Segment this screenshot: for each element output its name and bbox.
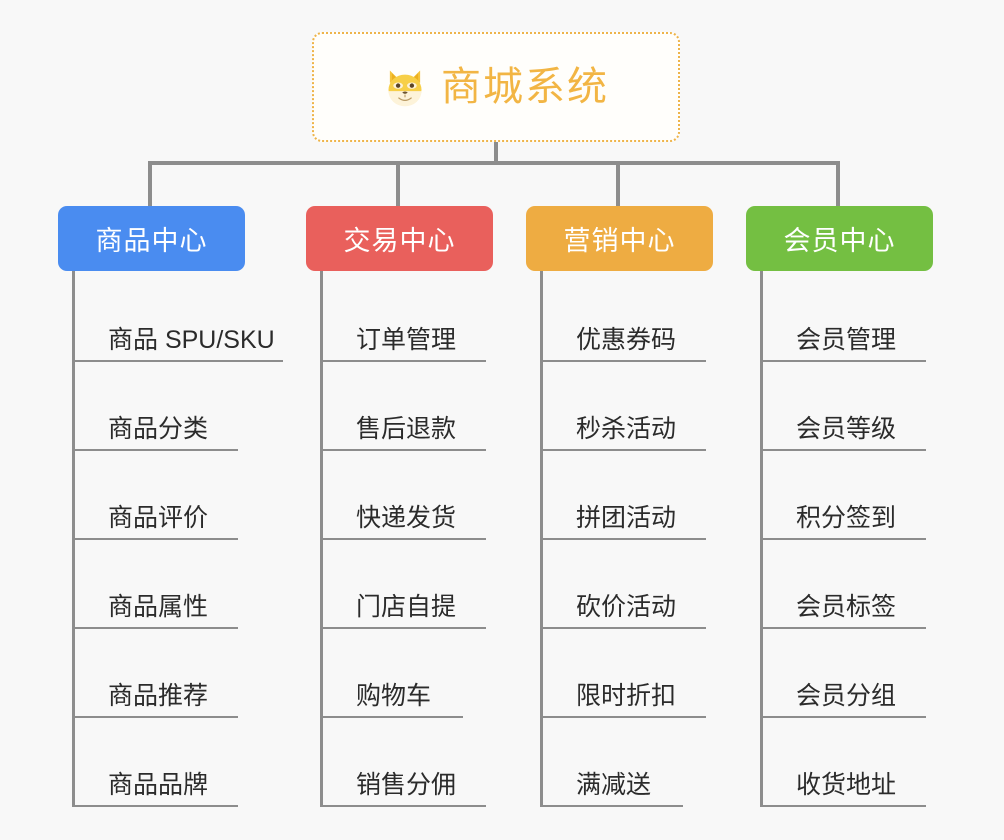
leaf-label: 砍价活动 [576, 592, 677, 621]
leaf-label: 优惠券码 [576, 325, 677, 354]
shiba-dog-face-icon [383, 65, 427, 109]
list-item[interactable]: 砍价活动 [543, 540, 726, 629]
list-item[interactable]: 会员等级 [763, 362, 946, 451]
branch-title: 营销中心 [563, 226, 676, 256]
list-item[interactable]: 会员标签 [763, 540, 946, 629]
list-item[interactable]: 购物车 [323, 629, 506, 718]
list-item[interactable]: 会员分组 [763, 629, 946, 718]
connector-horizontal-bar [148, 161, 840, 165]
leaf-label: 会员等级 [796, 414, 897, 443]
leaf-label: 积分签到 [796, 503, 897, 532]
branch-header-trade-center[interactable]: 交易中心 [306, 206, 493, 271]
leaf-label: 会员管理 [796, 325, 897, 354]
leaf-label: 会员分组 [796, 681, 897, 710]
list-item[interactable]: 商品评价 [75, 451, 278, 540]
list-item[interactable]: 优惠券码 [543, 273, 726, 362]
leaf-label: 销售分佣 [356, 770, 457, 799]
leaf-label: 限时折扣 [576, 681, 677, 710]
branch-title: 会员中心 [783, 226, 896, 256]
leaf-label: 门店自提 [356, 592, 457, 621]
list-item[interactable]: 满减送 [543, 718, 726, 807]
list-item[interactable]: 会员管理 [763, 273, 946, 362]
leaf-list-product-center: 商品 SPU/SKU 商品分类 商品评价 商品属性 商品推荐 商品品牌 [72, 271, 283, 807]
connector-branch-3 [616, 161, 620, 206]
leaf-label: 拼团活动 [576, 503, 677, 532]
leaf-label: 售后退款 [356, 414, 457, 443]
list-item[interactable]: 拼团活动 [543, 451, 726, 540]
branch-member-center: 会员中心 会员管理 会员等级 积分签到 会员标签 会员分组 收货地址 [746, 206, 946, 807]
list-item[interactable]: 秒杀活动 [543, 362, 726, 451]
leaf-label: 商品推荐 [108, 681, 209, 710]
branch-product-center: 商品中心 商品 SPU/SKU 商品分类 商品评价 商品属性 商品推荐 商品品牌 [58, 206, 283, 807]
leaf-label: 商品属性 [108, 592, 209, 621]
leaf-list-member-center: 会员管理 会员等级 积分签到 会员标签 会员分组 收货地址 [760, 271, 946, 807]
list-item[interactable]: 商品 SPU/SKU [75, 273, 283, 362]
list-item[interactable]: 收货地址 [763, 718, 946, 807]
list-item[interactable]: 商品分类 [75, 362, 278, 451]
list-item[interactable]: 售后退款 [323, 362, 506, 451]
branch-header-product-center[interactable]: 商品中心 [58, 206, 245, 271]
leaf-label: 快递发货 [356, 503, 457, 532]
list-item[interactable]: 限时折扣 [543, 629, 726, 718]
root-title: 商城系统 [441, 65, 609, 109]
leaf-label: 商品品牌 [108, 770, 209, 799]
leaf-list-marketing-center: 优惠券码 秒杀活动 拼团活动 砍价活动 限时折扣 满减送 [540, 271, 726, 807]
leaf-label: 商品分类 [108, 414, 209, 443]
connector-branch-1 [148, 161, 152, 206]
branch-title: 商品中心 [95, 226, 208, 256]
branch-trade-center: 交易中心 订单管理 售后退款 快递发货 门店自提 购物车 销售分佣 [306, 206, 506, 807]
leaf-label: 购物车 [356, 681, 432, 710]
leaf-label: 商品评价 [108, 503, 209, 532]
list-item[interactable]: 商品推荐 [75, 629, 278, 718]
connector-branch-4 [836, 161, 840, 206]
leaf-label: 收货地址 [796, 770, 897, 799]
list-item[interactable]: 商品品牌 [75, 718, 278, 807]
branch-header-member-center[interactable]: 会员中心 [746, 206, 933, 271]
leaf-label: 会员标签 [796, 592, 897, 621]
leaf-list-trade-center: 订单管理 售后退款 快递发货 门店自提 购物车 销售分佣 [320, 271, 506, 807]
branch-title: 交易中心 [343, 226, 456, 256]
list-item[interactable]: 快递发货 [323, 451, 506, 540]
leaf-label: 满减送 [576, 770, 652, 799]
leaf-label: 商品 SPU/SKU [108, 325, 275, 354]
list-item[interactable]: 门店自提 [323, 540, 506, 629]
branch-header-marketing-center[interactable]: 营销中心 [526, 206, 713, 271]
root-node[interactable]: 商城系统 [312, 32, 680, 142]
list-item[interactable]: 订单管理 [323, 273, 506, 362]
leaf-label: 订单管理 [356, 325, 457, 354]
connector-root-stem [494, 142, 498, 164]
connector-branch-2 [396, 161, 400, 206]
branch-marketing-center: 营销中心 优惠券码 秒杀活动 拼团活动 砍价活动 限时折扣 满减送 [526, 206, 726, 807]
list-item[interactable]: 商品属性 [75, 540, 278, 629]
list-item[interactable]: 销售分佣 [323, 718, 506, 807]
leaf-label: 秒杀活动 [576, 414, 677, 443]
list-item[interactable]: 积分签到 [763, 451, 946, 540]
